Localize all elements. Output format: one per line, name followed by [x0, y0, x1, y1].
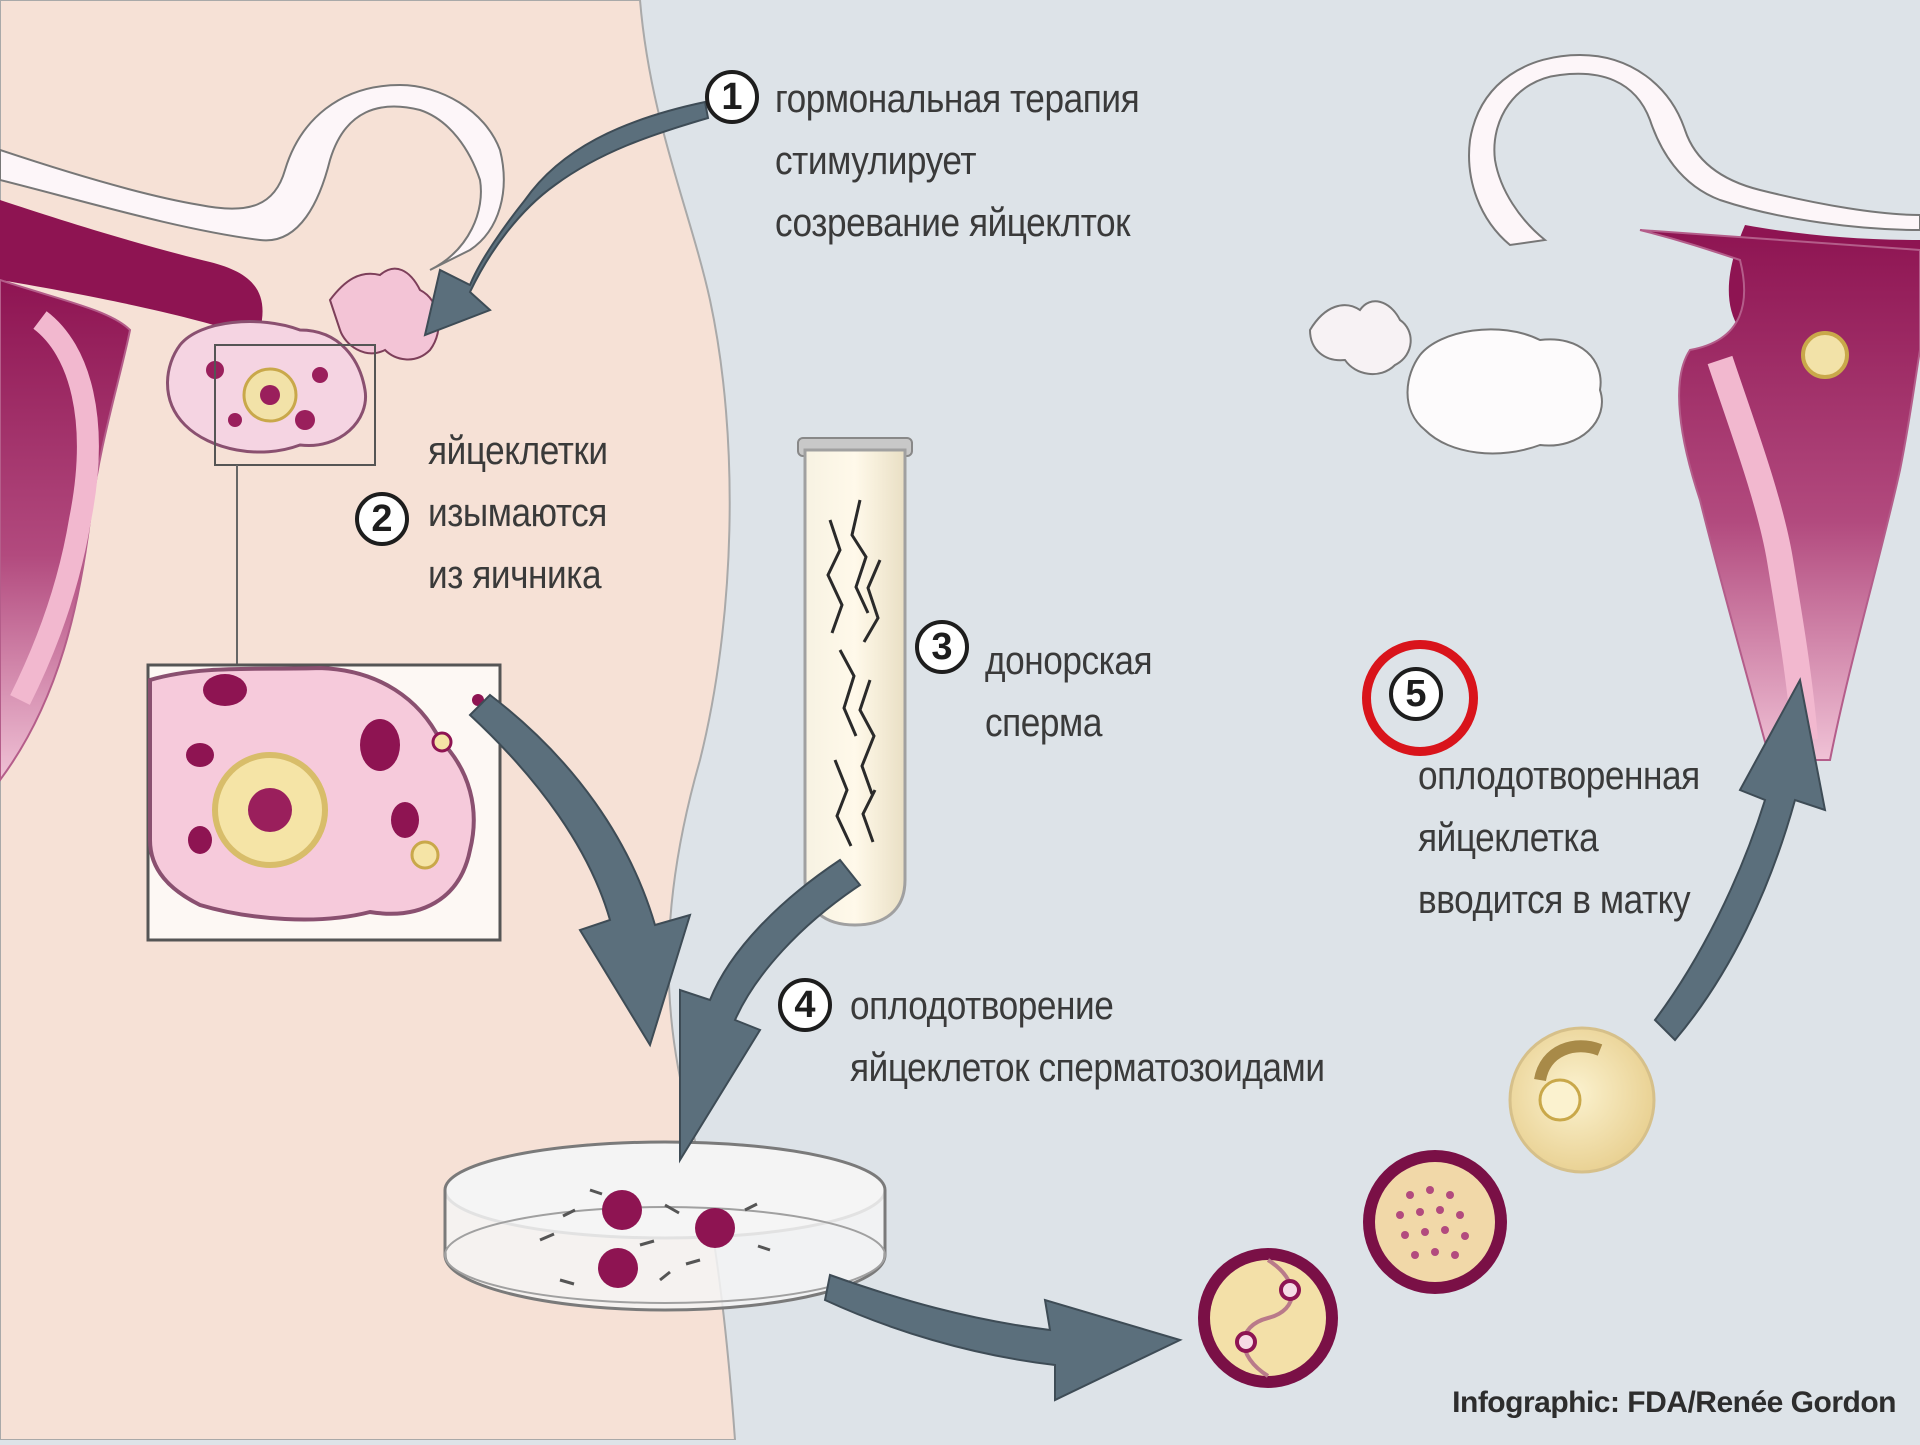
step-1-line-3: созревание яйцеклток [775, 192, 1139, 254]
step-1-line-2: стимулирует [775, 130, 1139, 192]
step-5-line-2: яйцеклетка [1418, 807, 1700, 869]
step-5-line-1: оплодотворенная [1418, 745, 1700, 807]
arrow-tube-to-dish [680, 860, 860, 1160]
step-3-number-badge: 3 [915, 620, 969, 674]
step-1-label: гормональная терапия стимулирует созрева… [775, 68, 1139, 254]
step-3-line-1: донорская [985, 630, 1152, 692]
step-3-label: донорская сперма [985, 630, 1152, 754]
ovary-zoom [148, 665, 500, 940]
step-5-line-3: вводится в матку [1418, 869, 1700, 931]
step-5-label: оплодотворенная яйцеклетка вводится в ма… [1418, 745, 1700, 931]
petri-dish [445, 1142, 885, 1310]
infographic-credit: Infographic: FDA/Renée Gordon [1452, 1386, 1896, 1420]
step-4-label: оплодотворение яйцеклеток сперматозоидам… [850, 975, 1325, 1099]
step-4-line-2: яйцеклеток сперматозоидами [850, 1037, 1325, 1099]
step-4-number-badge: 4 [778, 978, 832, 1032]
step-2-number-badge: 2 [355, 492, 409, 546]
step-1-number-badge: 1 [705, 70, 759, 124]
step-2-line-3: из яичника [428, 544, 608, 606]
step-2-line-2: изымаются [428, 482, 608, 544]
step-1-line-1: гормональная терапия [775, 68, 1139, 130]
step-2-label: яйцеклетки изымаются из яичника [428, 420, 608, 606]
arrow-dish-to-embryo [825, 1275, 1180, 1400]
step-3-line-2: сперма [985, 692, 1152, 754]
sperm-test-tube [798, 438, 912, 925]
step-5-number-badge: 5 [1389, 667, 1443, 721]
step-2-line-1: яйцеклетки [428, 420, 608, 482]
step-4-line-1: оплодотворение [850, 975, 1325, 1037]
